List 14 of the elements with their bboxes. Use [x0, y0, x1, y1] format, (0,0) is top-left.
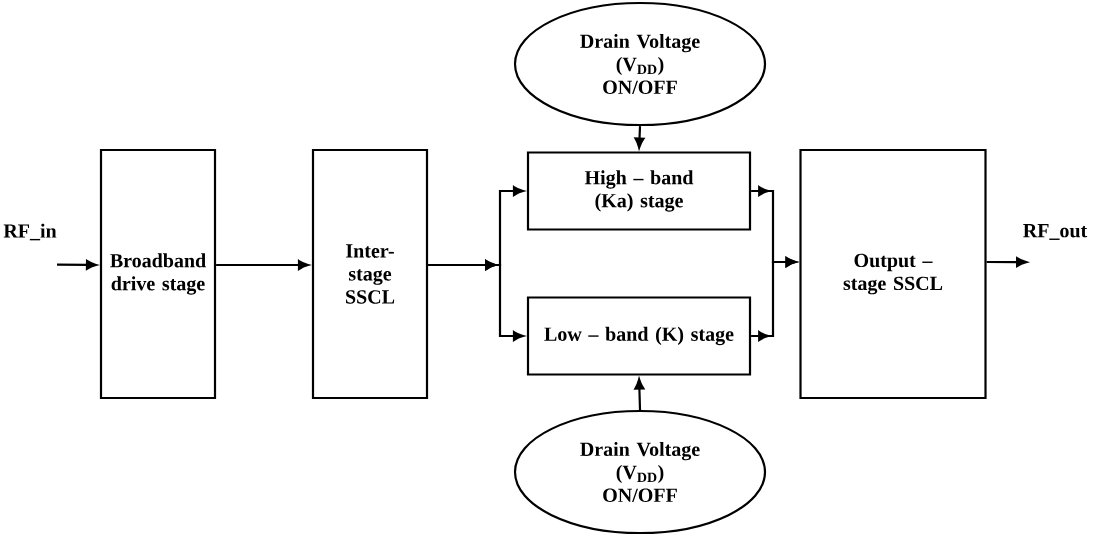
arrow [634, 126, 645, 149]
arrow [57, 259, 97, 270]
stage-box: Output – stage SSCL [799, 148, 987, 400]
arrow [216, 259, 309, 271]
arrow [751, 256, 797, 342]
stage-box: Inter- stage SSCL [311, 148, 429, 400]
arrow [428, 259, 524, 342]
stage-box: Broadband drive stage [99, 148, 217, 400]
stage-box: High – band (Ka) stage [526, 151, 752, 231]
arrow [986, 257, 1028, 268]
signal-label: RF_out [1023, 224, 1088, 240]
signal-label: RF_in [3, 223, 57, 241]
stage-box: Low – band (K) stage [526, 296, 752, 376]
arrow [634, 378, 645, 410]
